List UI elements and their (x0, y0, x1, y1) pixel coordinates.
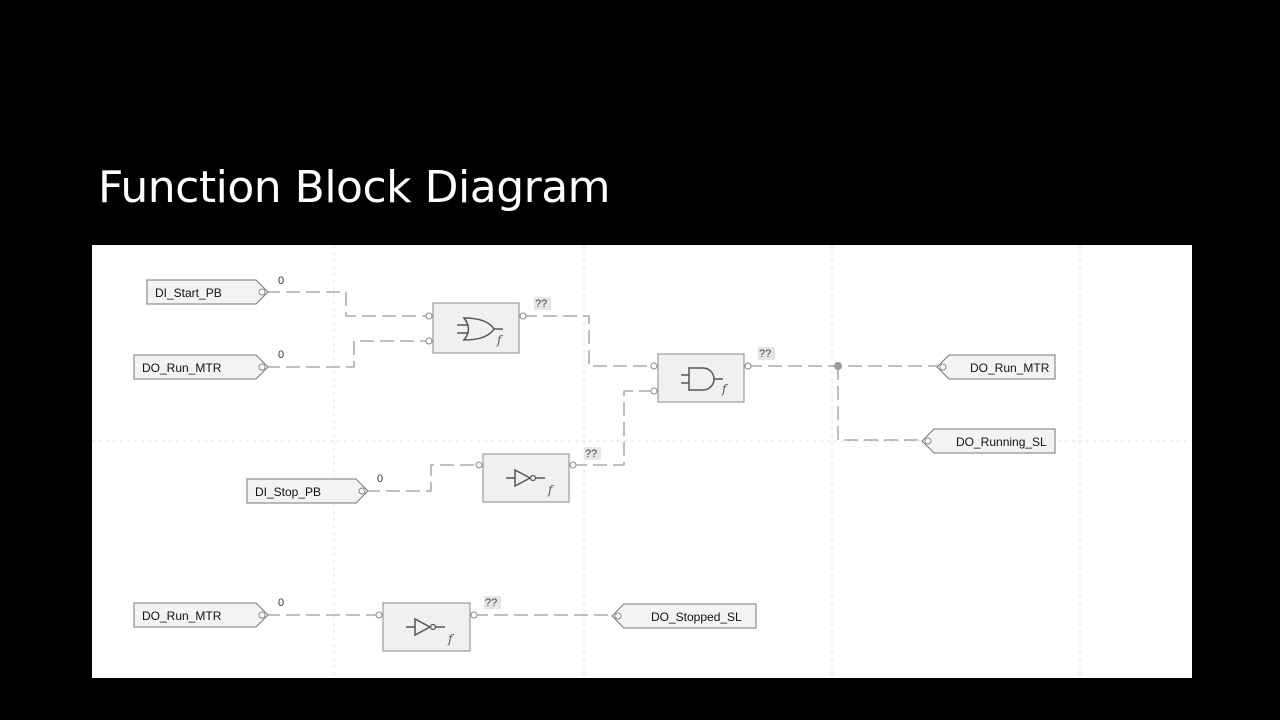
output-ref-do-run-mtr[interactable]: DO_Run_MTR (936, 354, 1056, 380)
wire-branch-running (837, 366, 922, 441)
svg-text:f: f (721, 382, 729, 396)
output-ref-do-running-sl[interactable]: DO_Running_SL (921, 428, 1056, 454)
svg-text:??: ?? (485, 597, 497, 609)
wire-or-to-and (523, 315, 654, 367)
svg-text:DI_Start_PB: DI_Start_PB (155, 286, 222, 300)
svg-text:??: ?? (585, 448, 597, 460)
output-ref-do-stopped-sl[interactable]: DO_Stopped_SL (611, 603, 757, 629)
not-block-stop[interactable]: f ?? (475, 447, 601, 503)
svg-text:DO_Run_MTR: DO_Run_MTR (970, 361, 1050, 375)
wire-run-to-or (266, 340, 428, 368)
svg-text:DO_Running_SL: DO_Running_SL (956, 435, 1047, 449)
wire-stop-to-not (366, 464, 478, 492)
svg-text:f: f (447, 632, 455, 646)
input-ref-do-run-mtr[interactable]: DO_Run_MTR 0 (133, 349, 284, 380)
svg-text:0: 0 (278, 349, 284, 361)
not-gate-icon (506, 468, 545, 488)
input-ref-di-start-pb[interactable]: DI_Start_PB 0 (146, 275, 284, 305)
and-block[interactable]: f ?? (650, 347, 775, 403)
fbd-canvas: DI_Start_PB 0 DO_Run_MTR 0 DI_Stop_PB 0 … (92, 245, 1192, 678)
or-block[interactable]: f ?? (425, 297, 551, 354)
wire-start-to-or (266, 291, 428, 317)
svg-text:0: 0 (377, 473, 383, 485)
wire-not-to-and (573, 390, 654, 466)
fbd-panel: DI_Start_PB 0 DO_Run_MTR 0 DI_Stop_PB 0 … (92, 245, 1192, 678)
svg-text:??: ?? (759, 348, 771, 360)
svg-text:DO_Run_MTR: DO_Run_MTR (142, 361, 222, 375)
not-gate-icon (406, 617, 445, 637)
svg-text:DO_Stopped_SL: DO_Stopped_SL (651, 610, 742, 624)
sheet-grid (92, 245, 1192, 678)
svg-text:0: 0 (278, 597, 284, 609)
wires (266, 291, 937, 616)
svg-text:f: f (496, 333, 504, 347)
wire-junction (834, 362, 842, 370)
svg-text:0: 0 (278, 275, 284, 287)
svg-text:f: f (547, 483, 555, 497)
not-block-stopped[interactable]: f ?? (375, 596, 501, 652)
or-gate-icon (457, 317, 503, 341)
input-ref-di-stop-pb[interactable]: DI_Stop_PB 0 (246, 473, 383, 504)
and-gate-icon (681, 367, 723, 391)
svg-text:??: ?? (535, 298, 547, 310)
input-ref-do-run-mtr-2[interactable]: DO_Run_MTR 0 (133, 597, 284, 628)
slide-title: Function Block Diagram (98, 162, 611, 213)
svg-text:DO_Run_MTR: DO_Run_MTR (142, 609, 222, 623)
svg-text:DI_Stop_PB: DI_Stop_PB (255, 485, 321, 499)
